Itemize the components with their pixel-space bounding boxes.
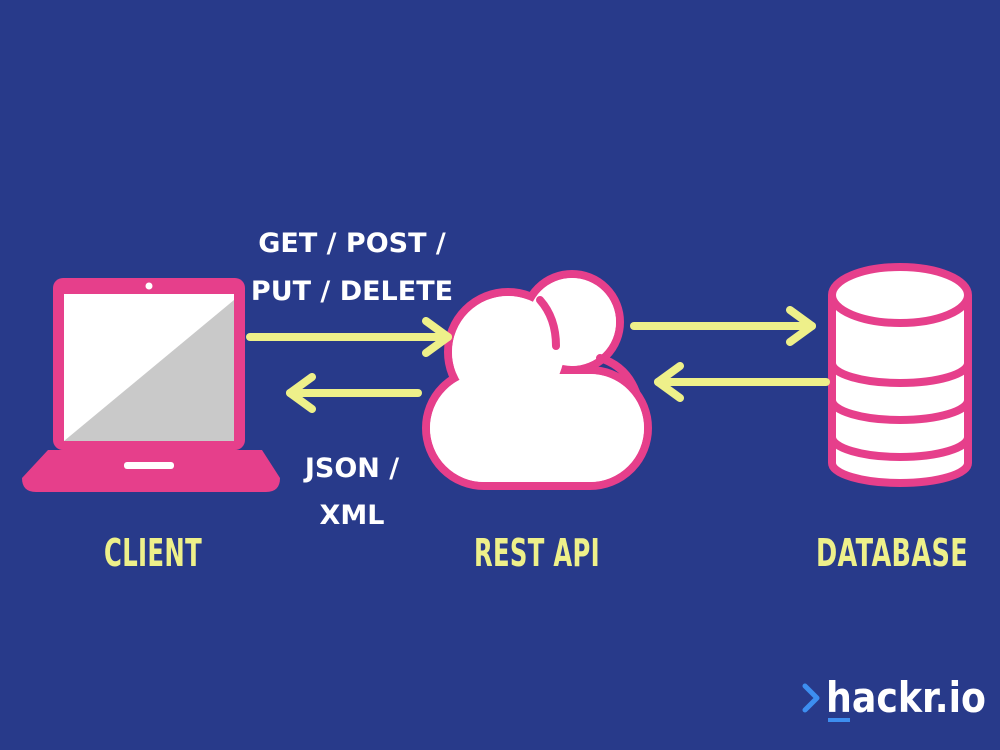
chevron-right-icon [802, 683, 820, 713]
laptop-icon [22, 278, 280, 492]
brand-text: hackr.io [826, 673, 986, 722]
database-label: DATABASE [816, 531, 968, 575]
request-methods-label-line2: PUT / DELETE [251, 276, 453, 307]
response-format-label-line2: XML [320, 500, 385, 531]
brand-underline [828, 718, 850, 722]
hackr-io-logo: hackr.io [802, 673, 986, 722]
response-format-label-line1: JSON / [303, 453, 399, 484]
client-label: CLIENT [104, 531, 202, 575]
rest-api-label: REST API [474, 531, 600, 575]
request-methods-label-line1: GET / POST / [258, 228, 446, 259]
database-icon [828, 263, 972, 487]
